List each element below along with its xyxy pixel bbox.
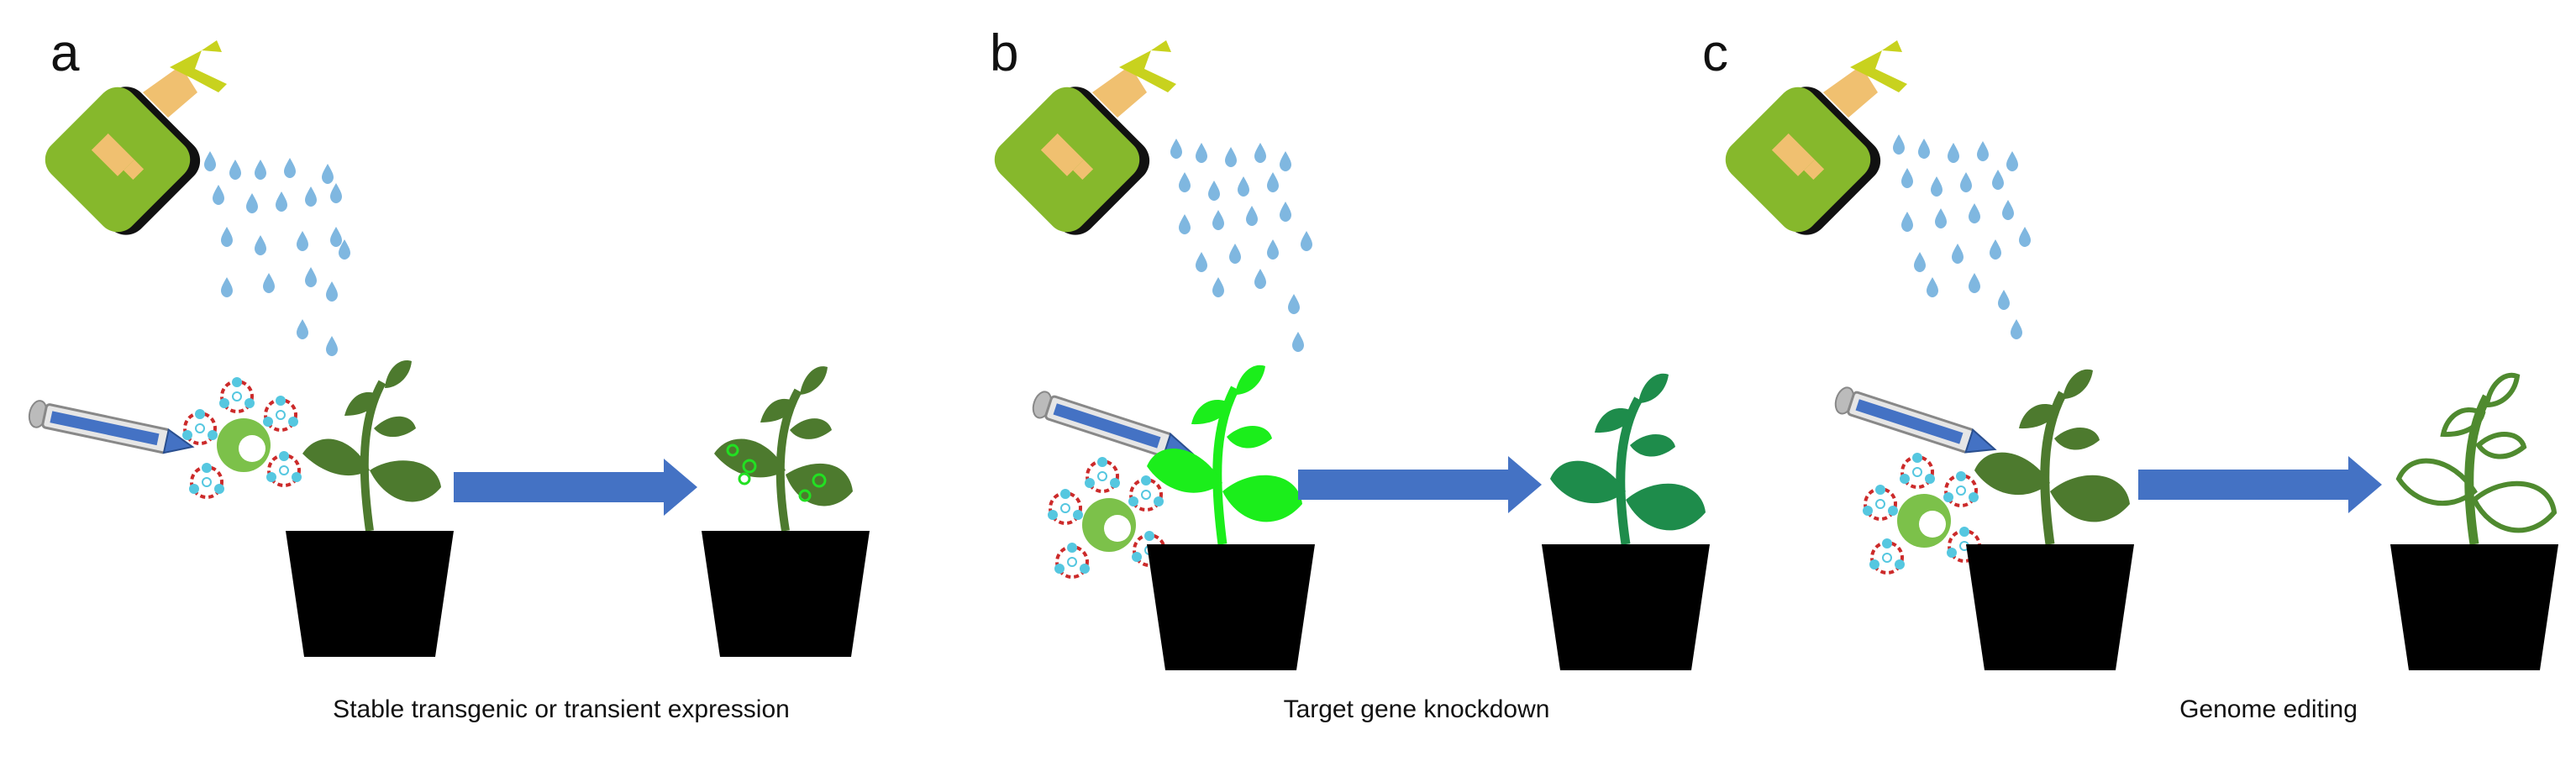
- plant-icon: [1147, 365, 1302, 545]
- arrow-icon: [2138, 456, 2382, 513]
- arrow-icon: [454, 459, 697, 516]
- panel-a: [25, 40, 870, 657]
- flower-pot-icon: [2390, 544, 2558, 670]
- flower-pot-icon: [1542, 544, 1710, 670]
- caption-c: Genome editing: [2179, 695, 2358, 723]
- spray-droplets: [1170, 139, 1312, 352]
- plant-icon: [714, 366, 853, 532]
- flower-pot-icon: [1966, 544, 2134, 670]
- flower-pot-icon: [1147, 544, 1315, 670]
- spray-droplets: [1893, 134, 2031, 339]
- spray-bottle-icon: [1716, 40, 1907, 244]
- plant-icon: [1550, 373, 1706, 545]
- plant-icon: [302, 360, 441, 532]
- panel-c: [1716, 40, 2558, 670]
- spray-bottle-icon: [986, 40, 1176, 244]
- nanoparticle-complex-icon: [182, 377, 302, 497]
- plant-icon: [2395, 372, 2558, 545]
- arrow-icon: [1298, 456, 1542, 513]
- flower-pot-icon: [286, 531, 454, 657]
- panel-label-a: a: [50, 24, 80, 82]
- caption-a: Stable transgenic or transient expressio…: [333, 695, 790, 723]
- panel-label-c: c: [1702, 24, 1728, 82]
- nanoparticle-complex-icon: [1863, 453, 1982, 573]
- flower-pot-icon: [702, 531, 870, 657]
- plant-icon: [1974, 369, 2130, 545]
- spray-droplets: [204, 151, 350, 356]
- spray-bottle-icon: [36, 40, 227, 244]
- syringe-icon: [1831, 384, 2000, 464]
- panel-b: [986, 40, 1710, 670]
- caption-b: Target gene knockdown: [1283, 695, 1550, 723]
- transgene-expression-marks: [726, 443, 827, 502]
- panel-label-b: b: [990, 24, 1019, 82]
- syringe-icon: [25, 397, 197, 462]
